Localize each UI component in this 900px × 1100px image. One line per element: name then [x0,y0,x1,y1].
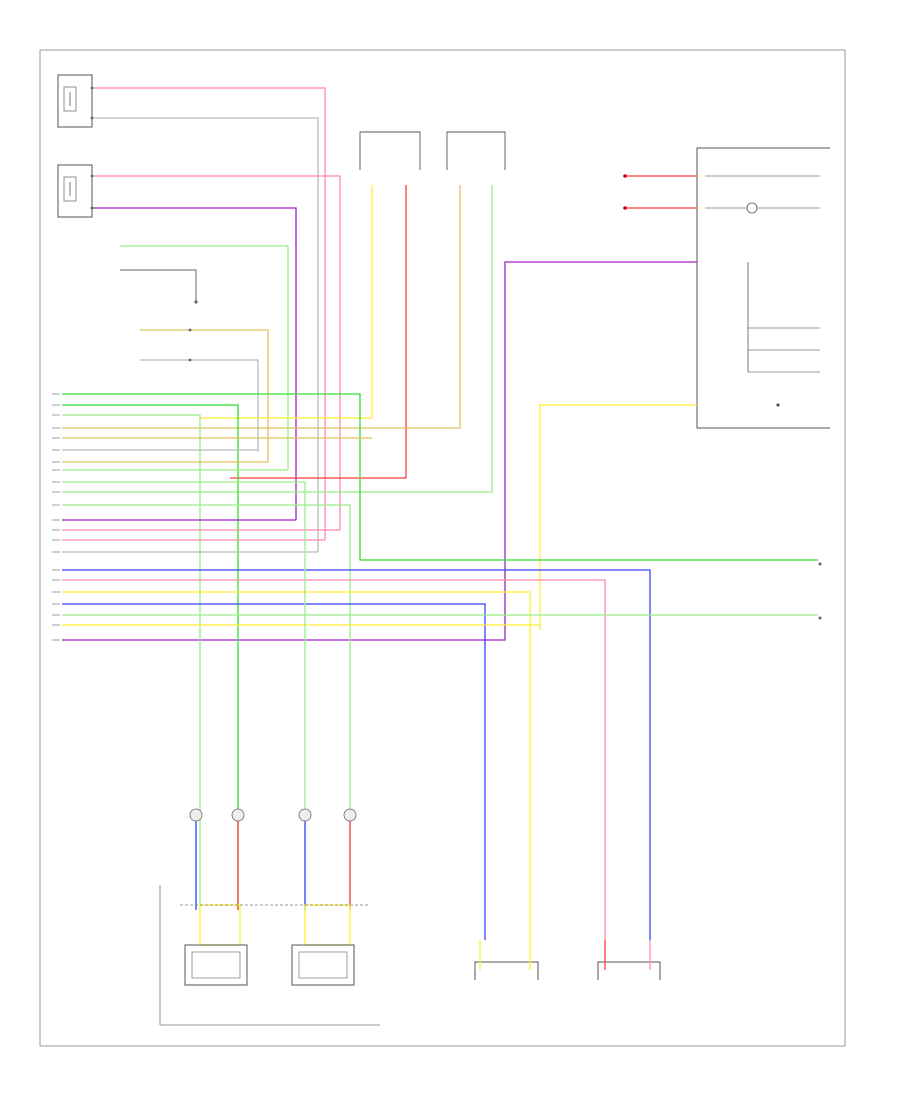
occupant-sensor-wires [62,185,493,493]
connector-pins [52,393,60,641]
sensor-wires [92,87,341,552]
squib-connectors [189,808,357,822]
connector-bus [62,393,818,955]
airbag-module-left [184,904,248,986]
occupant-sensor-left [359,131,421,170]
seat-belt-sensor-lower [57,164,93,218]
airbag-module-right [291,904,355,986]
module-input-dot [623,206,627,210]
shield-outline [159,885,380,1026]
diagram-frame [39,49,846,1047]
module-input-wires [62,175,697,641]
occupant-sensor-right [446,131,506,170]
side-sensor-left [474,940,539,980]
module-input-dot [623,174,627,178]
seat-belt-sensor-upper [57,74,93,128]
control-module [696,147,830,429]
wire-terminal [818,616,822,620]
connector-dots [90,86,198,362]
wire-terminal [818,562,822,566]
squib-group [195,820,351,910]
side-sensor-right [597,940,661,980]
